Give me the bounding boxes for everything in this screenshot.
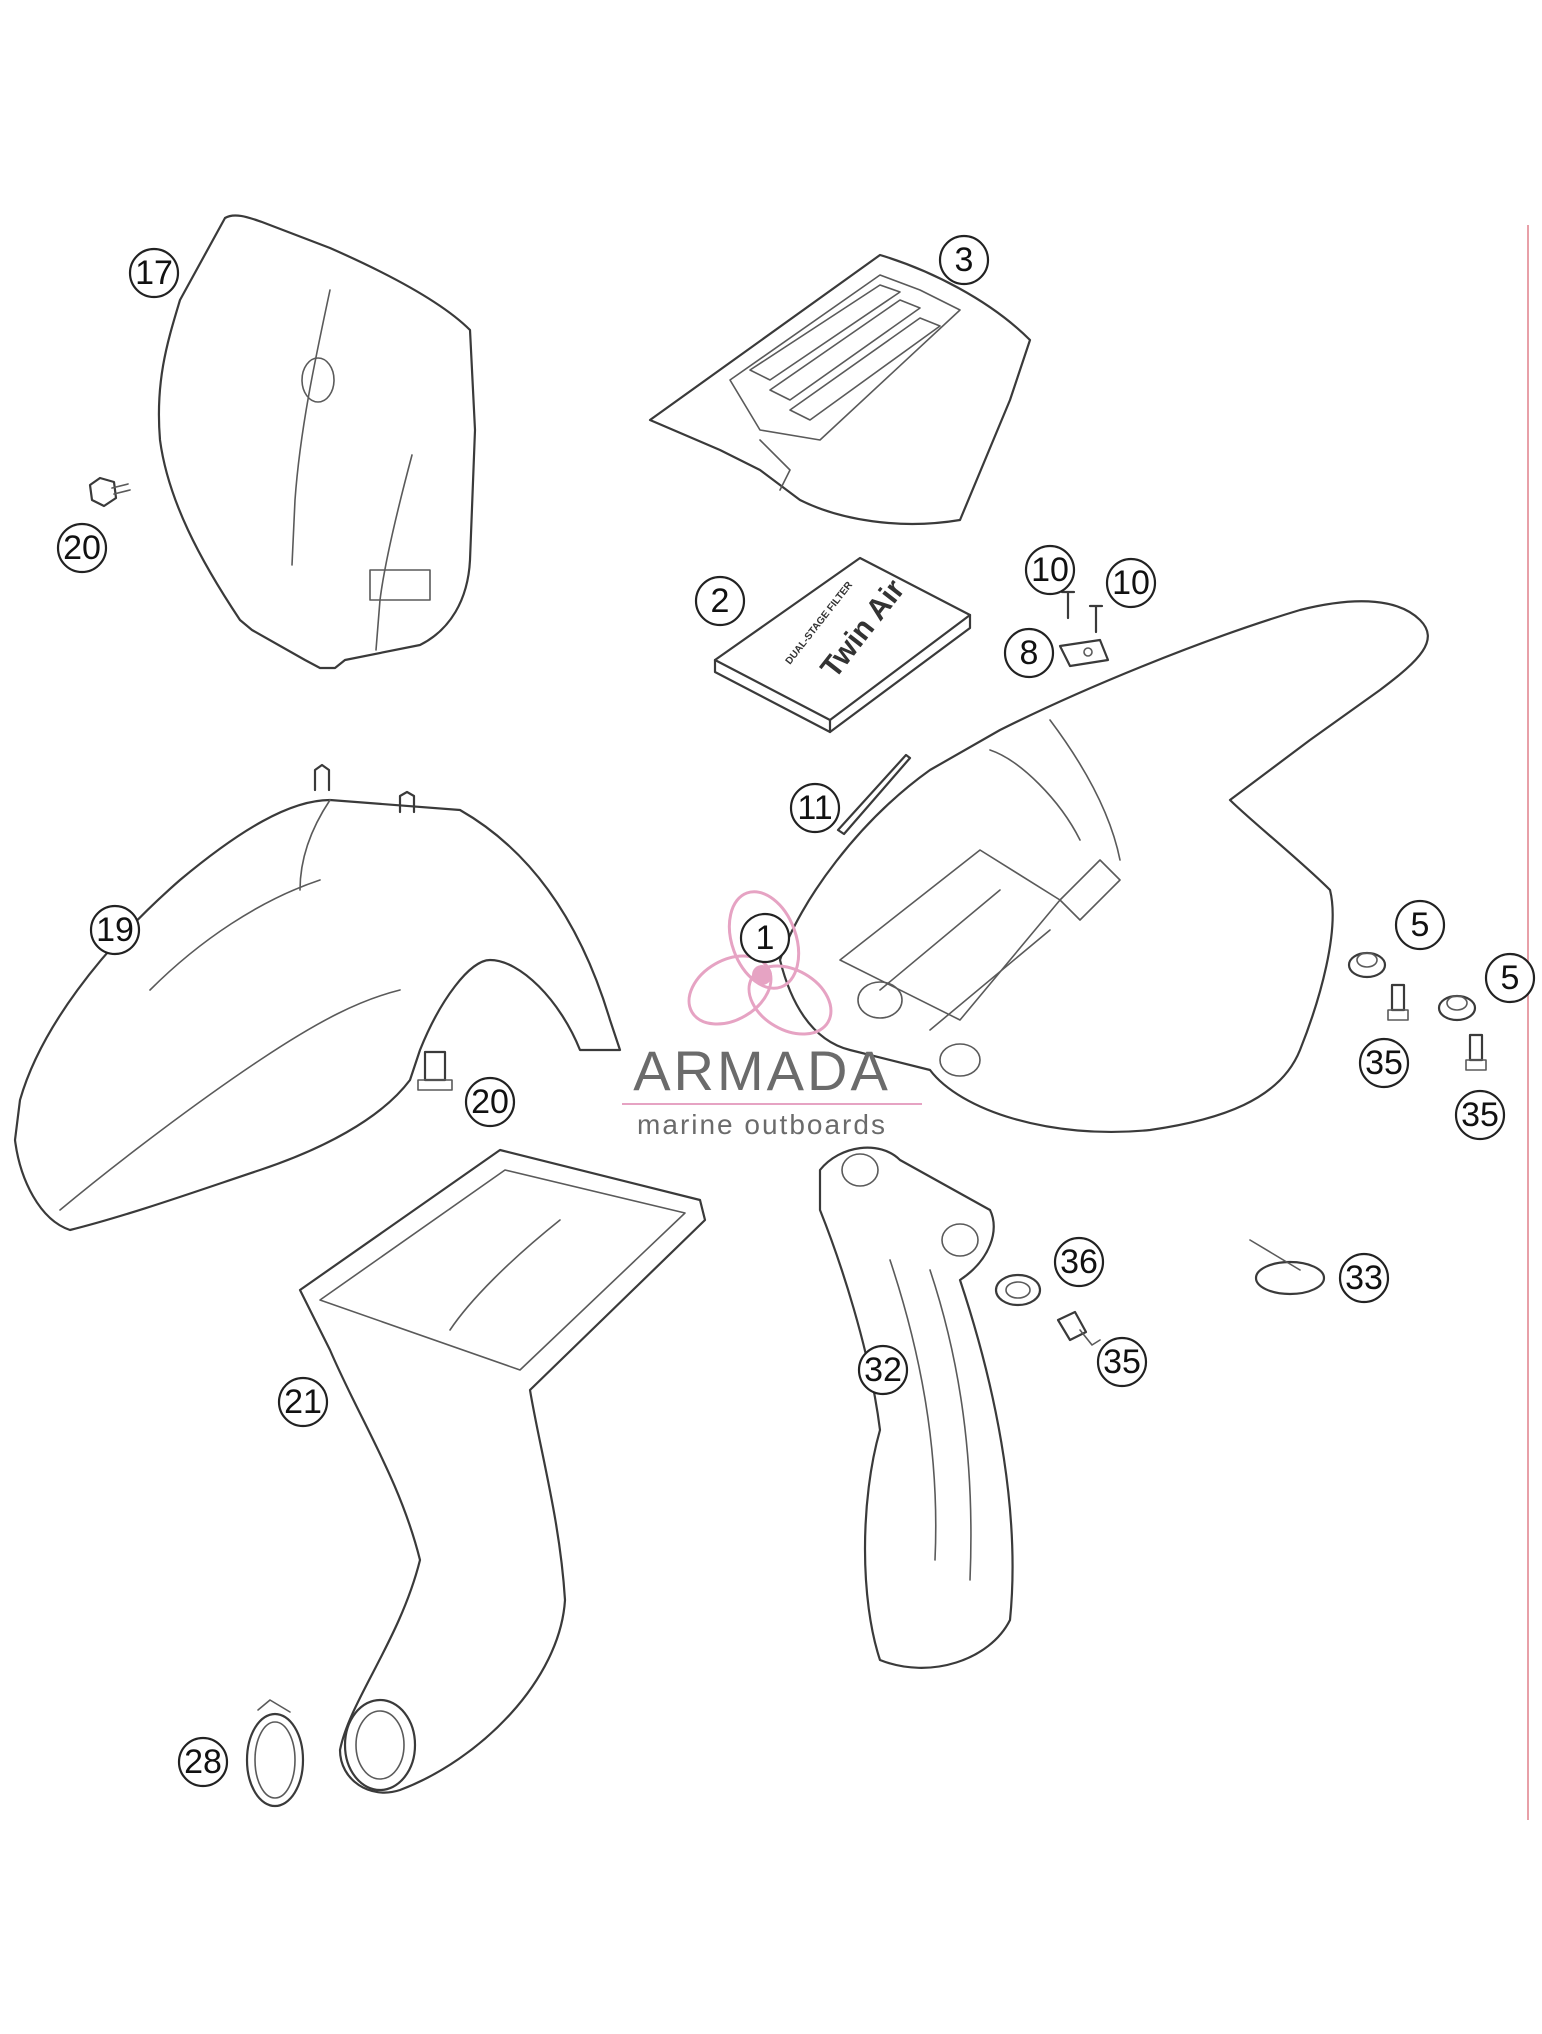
callout-label: 32: [864, 1351, 902, 1389]
watermark-name: ARMADA: [633, 1039, 891, 1102]
callout-label: 5: [1411, 906, 1430, 944]
callout-label: 35: [1461, 1096, 1499, 1134]
part-19-front-fender: [13, 763, 622, 1232]
callout-33: 33: [1338, 1252, 1390, 1304]
callout-label: 33: [1345, 1259, 1383, 1297]
part-33-cable-tie: [1249, 1239, 1326, 1296]
callout-label: 1: [756, 919, 775, 957]
callout-label: 17: [135, 254, 173, 292]
callout-17: 17: [128, 247, 180, 299]
part-21-intake-boot: [298, 1148, 707, 1794]
callout-36: 36: [1053, 1236, 1105, 1288]
callout-label: 3: [955, 241, 974, 279]
callout-1: 1: [739, 912, 791, 964]
callout-label: 21: [284, 1383, 322, 1421]
callout-2: 2: [694, 575, 746, 627]
part-28-hose-clamp: [245, 1699, 305, 1808]
callout-label: 36: [1060, 1243, 1098, 1281]
callout-label: 11: [797, 789, 832, 827]
callout-35-b: 35: [1454, 1089, 1506, 1141]
propeller-logo-icon: [687, 890, 833, 1036]
part-3-airbox-cover: [648, 253, 1032, 525]
part-17-number-plate: [157, 214, 477, 670]
callout-5-a: 5: [1394, 899, 1446, 951]
part-1-rear-fender: [778, 600, 1429, 1134]
part-35-bolt-b: [1465, 1033, 1487, 1071]
callout-label: 20: [471, 1083, 509, 1121]
callout-20-upper: 20: [56, 522, 108, 574]
part-20-bolt-lower: [417, 1050, 453, 1091]
callout-20-lower: 20: [464, 1076, 516, 1128]
part-10-screws: [1060, 590, 1104, 634]
part-20-bolt-upper: [88, 476, 131, 508]
part-8-clip: [1058, 638, 1110, 668]
callout-label: 20: [63, 529, 101, 567]
callout-19: 19: [89, 904, 141, 956]
callout-label: 2: [711, 582, 730, 620]
part-36-washer: [994, 1273, 1042, 1307]
callout-3: 3: [938, 234, 990, 286]
part-5-grommet-a: [1347, 951, 1387, 979]
callout-10-b: 10: [1105, 557, 1157, 609]
callout-label: 10: [1112, 564, 1150, 602]
callout-28: 28: [177, 1736, 229, 1788]
callout-label: 35: [1365, 1044, 1403, 1082]
callout-label: 5: [1501, 959, 1520, 997]
watermark-tagline: marine outboards: [637, 1109, 887, 1140]
callout-label: 19: [96, 911, 134, 949]
callout-11: 11: [789, 782, 841, 834]
callout-5-b: 5: [1484, 952, 1536, 1004]
part-5-grommet-b: [1437, 994, 1477, 1022]
part-35-bolt-a: [1387, 983, 1409, 1021]
part-11-strip: [836, 753, 912, 836]
callout-label: 35: [1103, 1343, 1141, 1381]
callout-32: 32: [857, 1344, 909, 1396]
callout-35-c: 35: [1096, 1336, 1148, 1388]
callout-21: 21: [277, 1376, 329, 1428]
part-2-twin-air-filter: Twin Air DUAL-STAGE FILTER: [713, 556, 972, 734]
part-35-bolt-c: [1056, 1310, 1101, 1346]
callout-8: 8: [1003, 627, 1055, 679]
callout-label: 28: [184, 1743, 222, 1781]
callout-35-a: 35: [1358, 1037, 1410, 1089]
filter-brand-text: Twin Air: [815, 573, 912, 684]
armada-watermark: ARMADA marine outboards: [622, 890, 922, 1140]
callout-label: 8: [1020, 634, 1039, 672]
callout-label: 10: [1031, 551, 1069, 589]
callout-10-a: 10: [1024, 544, 1076, 596]
part-32-side-panel: [818, 1146, 1014, 1669]
